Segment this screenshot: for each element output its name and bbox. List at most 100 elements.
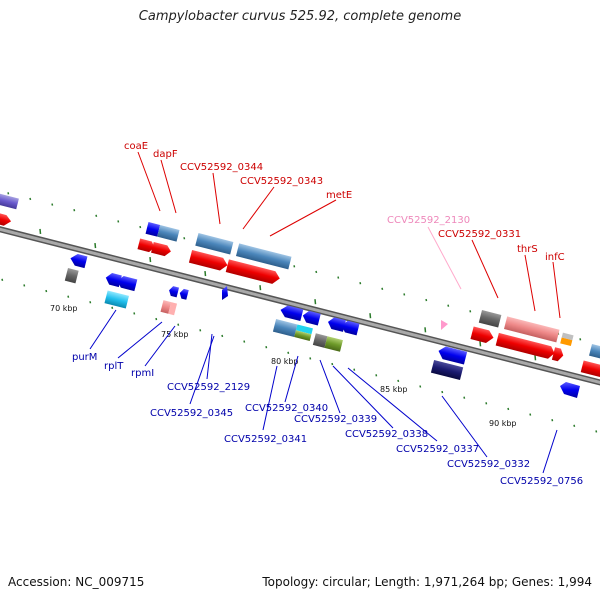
label-CCV52592_0344: CCV52592_0344 (180, 162, 263, 173)
tick-mark (111, 306, 114, 310)
gene-feature-dapF (157, 225, 180, 242)
tick-mark (89, 301, 92, 304)
kbp-label-80: 80 kbp (271, 357, 299, 366)
kbp-labels: 70 kbp 75 kbp 80 kbp 85 kbp 90 kbp (50, 304, 517, 428)
gene-feature-blue-mid-2 (302, 310, 321, 326)
tick-mark (353, 368, 356, 371)
gene-feature-purM (104, 290, 129, 309)
tick-mark (337, 276, 340, 279)
gene-feature-red-right-3 (538, 343, 555, 359)
tick-mark (419, 385, 422, 388)
gene-feature-infC-top (561, 332, 574, 341)
gene-feature-infC-bottom (560, 337, 573, 347)
gene-feature-blue-tri-2 (179, 288, 189, 300)
topology-summary-text: Topology: circular; Length: 1,971,264 bp… (262, 575, 592, 589)
tick-mark (133, 312, 136, 315)
tick-mark (375, 374, 378, 377)
label-thrS: thrS (517, 244, 538, 255)
kbp-label-75: 75 kbp (161, 330, 189, 339)
label-CCV52592_0339: CCV52592_0339 (294, 414, 377, 425)
gene-feature-red-right-4 (551, 347, 564, 362)
gene-feature-red-right-2 (495, 332, 546, 357)
tick-mark (359, 281, 362, 285)
tick-mark (199, 329, 202, 332)
gene-feature-0339 (312, 333, 328, 348)
gene-feature-blue-mid-3 (327, 317, 346, 332)
tick-mark (425, 298, 428, 302)
tick-mark (579, 338, 582, 341)
gene-feature-right-steel (589, 344, 600, 361)
tick-track-lower (1, 278, 598, 433)
gene-feature-0343 (235, 243, 292, 270)
label-rpmI: rpmI (131, 368, 154, 379)
gene-feature-blue-arrow-3 (117, 276, 138, 292)
gene-feature-blue-mid-1 (280, 305, 304, 322)
tick-mark (39, 228, 42, 235)
tick-mark (595, 430, 598, 433)
tick-mark (441, 390, 444, 394)
tick-mark (7, 192, 10, 195)
tick-mark (155, 317, 158, 321)
tick-mark (424, 327, 427, 333)
gene-feature-0341-top (295, 324, 313, 335)
tick-mark (67, 295, 70, 298)
label-CCV52592_0340: CCV52592_0340 (245, 403, 328, 414)
tick-mark (139, 225, 142, 229)
tick-mark (397, 379, 400, 383)
tick-mark (29, 197, 32, 201)
label-CCV52592_2129: CCV52592_2129 (167, 382, 250, 393)
label-CCV52592_0756: CCV52592_0756 (500, 476, 583, 487)
genome-backbone (0, 226, 600, 386)
gene-feature-2129 (222, 286, 228, 300)
gene-feature-coaE (145, 222, 161, 237)
label-purM: purM (72, 352, 97, 363)
tick-mark (507, 407, 510, 411)
tick-mark (369, 313, 372, 319)
tick-mark (1, 278, 4, 281)
tick-mark (177, 323, 180, 326)
kbp-label-85: 85 kbp (380, 385, 408, 394)
label-rplT: rplT (104, 361, 124, 372)
tick-mark (259, 285, 262, 291)
tick-mark (73, 208, 76, 212)
gene-features (0, 191, 600, 398)
tick-mark (551, 419, 554, 422)
tick-mark (314, 299, 317, 305)
label-metE: metE (326, 190, 352, 201)
gene-feature-left-purple (0, 191, 19, 210)
tick-mark (51, 203, 54, 206)
tick-mark (534, 355, 537, 361)
tick-mark (45, 289, 48, 293)
gene-feature-right-red (580, 360, 600, 379)
gene-feature-0338 (324, 336, 343, 352)
label-CCV52592_0345: CCV52592_0345 (150, 408, 233, 419)
tick-mark (463, 396, 466, 399)
label-CCV52592_0331: CCV52592_0331 (438, 229, 521, 240)
gene-feature-blue-arrow-2 (105, 273, 122, 288)
kbp-label-70: 70 kbp (50, 304, 78, 313)
gene-feature-thrS (503, 316, 560, 343)
forward-label-texts: coaE dapF CCV52592_0344 CCV52592_0343 me… (124, 141, 565, 263)
tick-mark (221, 334, 224, 338)
gene-feature-0341-bottom (294, 330, 312, 341)
tick-mark (309, 357, 312, 360)
tick-mark (287, 351, 290, 354)
gene-feature-red-right-1 (470, 326, 494, 344)
tick-mark (331, 362, 334, 366)
gene-feature-0756 (560, 382, 580, 398)
label-CCV52592_2130: CCV52592_2130 (387, 215, 470, 226)
forward-gene-labels (137, 151, 561, 319)
tick-track-inner (39, 228, 592, 375)
gene-feature-red-small-2 (151, 241, 171, 257)
accession-text: Accession: NC_009715 (8, 575, 145, 589)
tick-mark (381, 287, 384, 290)
gene-feature-red-long (225, 259, 280, 284)
tick-mark (183, 237, 186, 240)
tick-mark (469, 310, 472, 313)
gene-feature-0337 (438, 346, 468, 365)
reverse-gene-leaders (89, 309, 558, 474)
tick-mark (573, 424, 576, 427)
tick-mark (315, 270, 318, 274)
gene-feature-0344 (195, 233, 234, 255)
